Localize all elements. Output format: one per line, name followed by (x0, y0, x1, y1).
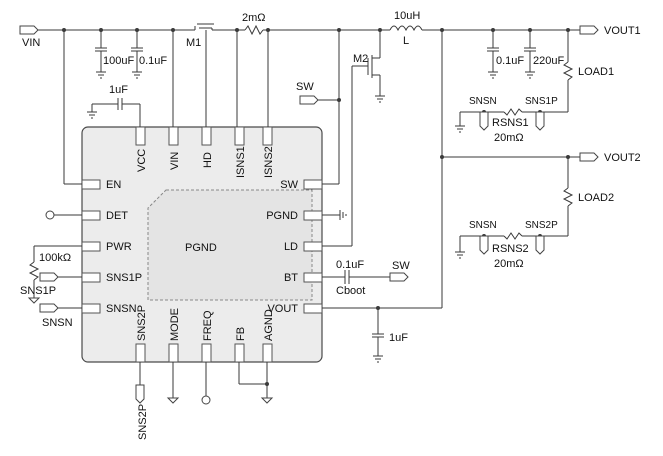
input-capacitor-100uf: 100uF (95, 30, 134, 79)
pin-label-isns1: ISNS1 (235, 146, 247, 178)
pin-label-mode: MODE (169, 308, 181, 341)
pin-label-hd: HD (202, 152, 214, 168)
m1-label: M1 (186, 37, 201, 49)
pin-label-snsn: SNSN (106, 303, 137, 315)
vout1-port-label: VOUT1 (604, 25, 641, 37)
pin-label-sns1p: SNS1P (106, 272, 142, 284)
pin-label-ld: LD (284, 241, 298, 253)
cap-100uf-label: 100uF (103, 55, 134, 67)
load2-snsn-label: SNSN (469, 220, 497, 231)
pin-label-vout: VOUT (267, 303, 298, 315)
det-terminal (45, 210, 82, 220)
inductor-l: 10uH L (389, 10, 423, 47)
cap-vout-label: 1uF (389, 332, 408, 344)
vout2-net: VOUT2 (442, 152, 641, 164)
pwr-resistor: 100kΩ (27, 245, 82, 304)
output-capacitor-0-1uf: 0.1uF (487, 30, 524, 79)
sw-top-label: SW (296, 81, 314, 93)
pin-label-vin: VIN (169, 152, 181, 170)
pin-label-bt: BT (284, 272, 298, 284)
load2-label: LOAD2 (578, 192, 614, 204)
vout-capacitor: 1uF (372, 308, 408, 363)
pin-label-det: DET (106, 210, 128, 222)
sw-node (322, 30, 340, 185)
rsns1-value-label: 20mΩ (494, 132, 524, 144)
sense-resistor-2mohm: 2mΩ (212, 12, 390, 127)
rsns1-label: RSNS1 (492, 117, 529, 129)
snsn-port-label: SNSN (42, 317, 73, 329)
ic-package: PGND (81, 126, 323, 363)
cap-out-220uf-label: 220uF (533, 55, 564, 67)
sns1p-port-label: SNS1P (20, 285, 56, 297)
sw-bt-label: SW (392, 260, 410, 272)
rsns2-label: RSNS2 (492, 243, 529, 255)
sns1p-port: SNS1P (20, 272, 82, 297)
vout1-net: VOUT1 (322, 25, 641, 310)
rsns2-value-label: 20mΩ (494, 258, 524, 270)
fb-agnd-ground (238, 362, 274, 404)
cap-0-1uf-label: 0.1uF (139, 55, 167, 67)
input-capacitor-0-1uf: 0.1uF (131, 30, 167, 79)
m2-label: M2 (353, 53, 368, 65)
output-capacitor-220uf: 220uF (524, 30, 564, 79)
pin-label-en: EN (106, 179, 121, 191)
sns2p-bottom-label: SNS2P (137, 404, 149, 440)
load1-circuit: LOAD1 SNSN SNS1P RSNS1 20mΩ (455, 30, 614, 144)
load2-sns2p-label: SNS2P (525, 220, 558, 231)
pin-label-freq: FREQ (202, 310, 214, 341)
cboot-value-label: 0.1uF (336, 259, 364, 271)
snsn-port: SNSN (39, 303, 82, 329)
vin-net: VIN (19, 25, 195, 185)
mosfet-m1: M1 (186, 23, 214, 127)
inductor-value-label: 10uH (394, 10, 420, 22)
sns2p-bottom-port: SNS2P (135, 362, 149, 440)
sw-input-port: SW (296, 81, 341, 105)
pin-label-pgnd: PGND (266, 210, 298, 222)
vout2-port-label: VOUT2 (604, 152, 641, 164)
pin-label-sns2p: SNS2P (136, 305, 148, 341)
boot-capacitor: SW 0.1uF Cboot (322, 259, 410, 297)
ic-right-pads (303, 179, 323, 314)
cap-out-0-1uf-label: 0.1uF (496, 55, 524, 67)
ic-center-label: PGND (185, 242, 217, 254)
load1-sns1p-label: SNS1P (525, 96, 558, 107)
inductor-ref-label: L (403, 35, 409, 47)
vcc-capacitor: 1uF (87, 84, 141, 127)
pin-label-sw: SW (280, 179, 298, 191)
pin-label-pwr: PWR (106, 241, 132, 253)
load2-circuit: LOAD2 SNSN SNS2P RSNS2 20mΩ (455, 157, 614, 270)
cap-vcc-label: 1uF (109, 84, 128, 96)
load1-label: LOAD1 (578, 66, 614, 78)
pin-label-vcc: VCC (136, 149, 148, 172)
r-pwr-label: 100kΩ (39, 252, 71, 264)
pgnd-ground-symbol (322, 210, 347, 220)
mosfet-m2: M2 (322, 28, 385, 247)
pin-label-isns2: ISNS2 (263, 146, 275, 178)
pin-label-fb: FB (235, 327, 247, 341)
mode-ground (166, 362, 180, 404)
cboot-ref-label: Cboot (336, 285, 365, 297)
load1-snsn-label: SNSN (469, 96, 497, 107)
freq-terminal (201, 362, 211, 405)
vin-port-label: VIN (22, 37, 40, 49)
r-sense-label: 2mΩ (242, 12, 266, 24)
pin-label-agnd: AGND (263, 309, 275, 341)
